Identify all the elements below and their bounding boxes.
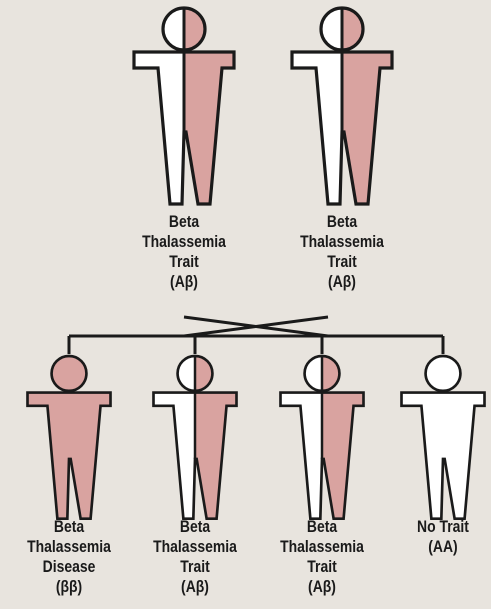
parent-2-body <box>292 52 392 204</box>
parent-1-head <box>163 8 205 50</box>
parent-1-label-line: Beta <box>118 212 249 232</box>
parent-1-label-line: Trait <box>118 252 249 272</box>
child-3-figure <box>281 356 364 519</box>
child-4-label: No Trait(AA) <box>377 517 491 557</box>
child-1-body <box>27 393 110 519</box>
child-3-label-line: Trait <box>256 557 387 577</box>
child-4-label-line: No Trait <box>377 517 491 537</box>
parent-2-label-line: (Aβ) <box>276 272 407 292</box>
parent-1-body <box>134 52 234 204</box>
parent-2-head <box>321 8 363 50</box>
child-4-head <box>426 356 461 391</box>
child-2-label-line: Thalassemia <box>129 537 260 557</box>
parent-2-figure <box>292 8 392 204</box>
child-1-label-line: Beta <box>3 517 134 537</box>
child-2-label-line: Trait <box>129 557 260 577</box>
child-4-figure <box>402 356 485 519</box>
child-4-label-line: (AA) <box>377 537 491 557</box>
child-2-figure <box>154 356 237 519</box>
parent-1-figure <box>134 8 234 204</box>
child-1-head <box>52 356 87 391</box>
child-1-figure <box>27 356 110 519</box>
child-3-label-line: Beta <box>256 517 387 537</box>
child-3-head <box>305 356 340 391</box>
parent-2-label-line: Trait <box>276 252 407 272</box>
child-4-body <box>402 393 485 519</box>
child-1-label-line: Thalassemia <box>3 537 134 557</box>
child-1-label-line: Disease <box>3 557 134 577</box>
connector-lines <box>69 317 443 354</box>
child-2-label-line: Beta <box>129 517 260 537</box>
parent-1-label-line: Thalassemia <box>118 232 249 252</box>
child-2-head <box>178 356 213 391</box>
child-3-body <box>281 393 364 519</box>
child-2-body <box>154 393 237 519</box>
parent-2-label-line: Thalassemia <box>276 232 407 252</box>
parent-2-label-line: Beta <box>276 212 407 232</box>
child-1-label-line: (ββ) <box>3 577 134 597</box>
child-3-label-line: (Aβ) <box>256 577 387 597</box>
child-3-label-line: Thalassemia <box>256 537 387 557</box>
parent-1-label-line: (Aβ) <box>118 272 249 292</box>
child-2-label-line: (Aβ) <box>129 577 260 597</box>
